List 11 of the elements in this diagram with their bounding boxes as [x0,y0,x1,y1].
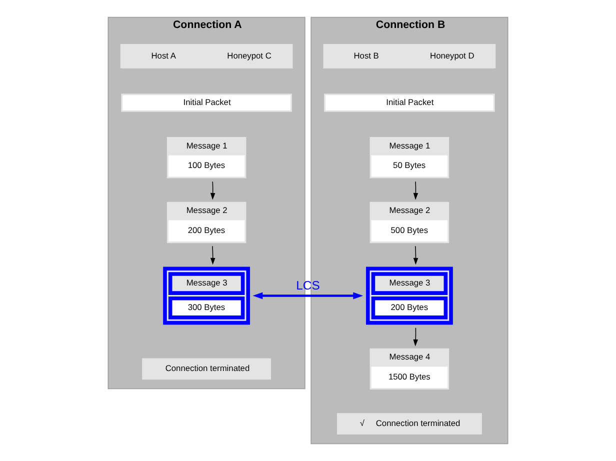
arrow [413,181,418,200]
node-box: √ Connection terminated [336,413,482,435]
arrow [413,328,418,346]
arrow [210,181,216,200]
edge-label: LCS [296,278,320,292]
node-box: Host B Honeypot D [323,44,496,68]
node-box: Connection terminated [142,358,271,380]
node-box: Host A Honeypot C [120,44,293,68]
arrow [413,246,418,265]
arrow [252,292,364,300]
arrow [210,246,216,265]
